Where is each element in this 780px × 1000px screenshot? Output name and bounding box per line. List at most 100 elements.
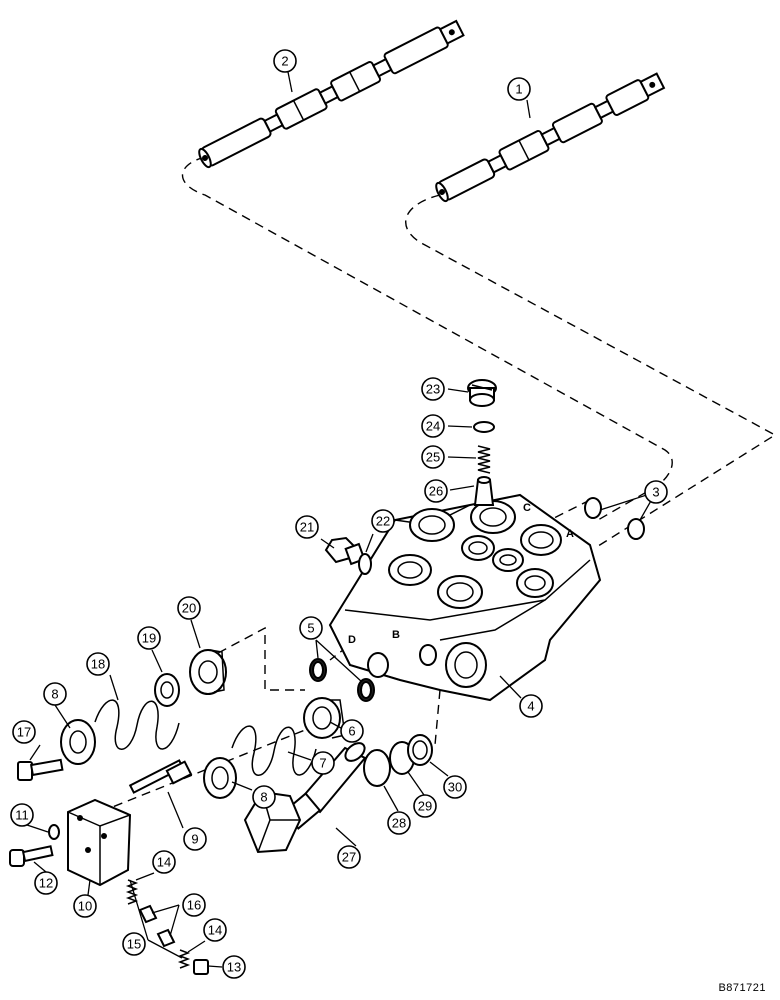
svg-text:10: 10 — [78, 899, 92, 914]
svg-text:3: 3 — [652, 485, 659, 500]
spring-7 — [231, 725, 317, 776]
svg-text:2: 2 — [281, 54, 288, 69]
o-ring-5-upper-inner — [312, 661, 324, 679]
spring-18 — [94, 699, 180, 750]
valve-ports — [367, 500, 562, 688]
svg-text:9: 9 — [191, 832, 198, 847]
callout-8-upper: 8 — [43, 682, 67, 706]
callout-4: 4 — [519, 694, 543, 718]
svg-text:19: 19 — [142, 631, 156, 646]
o-ring-28 — [363, 749, 391, 787]
washer-11 — [48, 824, 60, 840]
port-letter-b: B — [392, 629, 400, 641]
callout-29: 29 — [413, 794, 437, 818]
svg-text:23: 23 — [426, 382, 440, 397]
svg-text:4: 4 — [527, 699, 534, 714]
port-letter-a: A — [566, 528, 574, 540]
callout-14-upper: 14 — [152, 850, 176, 874]
callout-21: 21 — [295, 515, 319, 539]
poppet-26 — [473, 476, 495, 506]
spool-2 — [198, 19, 465, 169]
callout-20: 20 — [177, 596, 201, 620]
leader-lines — [26, 71, 657, 968]
svg-text:30: 30 — [448, 780, 462, 795]
svg-text:22: 22 — [376, 514, 390, 529]
callout-27: 27 — [337, 845, 361, 869]
callout-28: 28 — [387, 811, 411, 835]
callout-24: 24 — [421, 414, 445, 438]
callout-22: 22 — [371, 509, 395, 533]
callout-8-lower: 8 — [252, 785, 276, 809]
end-cap-10 — [67, 798, 132, 887]
callout-7: 7 — [311, 751, 335, 775]
svg-text:29: 29 — [418, 799, 432, 814]
o-ring-3-lower — [627, 518, 645, 540]
plug-23 — [467, 379, 497, 407]
callout-2: 2 — [273, 49, 297, 73]
svg-text:27: 27 — [342, 850, 356, 865]
callout-25: 25 — [421, 445, 445, 469]
callout-11: 11 — [10, 803, 34, 827]
callout-14-lower: 14 — [203, 918, 227, 942]
svg-text:7: 7 — [319, 756, 326, 771]
svg-text:24: 24 — [426, 419, 440, 434]
svg-text:14: 14 — [208, 923, 222, 938]
svg-text:14: 14 — [157, 855, 171, 870]
spring-14-lower — [177, 949, 191, 969]
svg-text:8: 8 — [51, 687, 58, 702]
seat-13 — [193, 959, 209, 975]
capscrew-12 — [9, 845, 54, 867]
spring-seat-6 — [303, 697, 346, 739]
callout-19: 19 — [137, 626, 161, 650]
washer-19 — [154, 673, 180, 707]
callout-3: 3 — [644, 480, 668, 504]
svg-text:15: 15 — [127, 937, 141, 952]
callout-16: 16 — [182, 893, 206, 917]
callout-9: 9 — [183, 827, 207, 851]
spring-seat-20 — [189, 649, 227, 695]
svg-text:11: 11 — [15, 808, 29, 823]
callout-1: 1 — [507, 77, 531, 101]
svg-text:1: 1 — [515, 82, 522, 97]
o-ring-22 — [358, 553, 372, 575]
svg-text:18: 18 — [91, 657, 105, 672]
port-letter-d: D — [348, 634, 356, 646]
svg-text:5: 5 — [307, 621, 314, 636]
callout-26: 26 — [424, 479, 448, 503]
spring-14-upper — [125, 879, 139, 905]
o-ring-5-lower-inner — [360, 681, 372, 699]
svg-text:16: 16 — [187, 898, 201, 913]
callout-18: 18 — [86, 652, 110, 676]
spring-seat-8-upper — [60, 719, 96, 765]
callout-17: 17 — [12, 720, 36, 744]
valve-body: D B C A — [328, 493, 602, 702]
svg-text:21: 21 — [300, 520, 314, 535]
bolt-17 — [17, 758, 64, 781]
callouts: 1 2 3 4 5 6 7 8 8 9 10 11 12 13 14 14 15… — [10, 49, 668, 979]
callout-12: 12 — [34, 871, 58, 895]
svg-text:25: 25 — [426, 450, 440, 465]
svg-text:28: 28 — [392, 816, 406, 831]
callout-23: 23 — [421, 377, 445, 401]
svg-text:26: 26 — [429, 484, 443, 499]
callout-13: 13 — [222, 955, 246, 979]
svg-text:17: 17 — [17, 725, 31, 740]
adjuster-screw-9 — [128, 759, 193, 794]
port-letter-c: C — [523, 502, 531, 514]
o-ring-24 — [473, 421, 495, 433]
svg-text:8: 8 — [260, 790, 267, 805]
svg-text:20: 20 — [182, 601, 196, 616]
poppet-16-upper — [138, 904, 158, 924]
backup-ring-30 — [407, 734, 433, 766]
spring-25 — [477, 445, 491, 474]
callout-30: 30 — [443, 775, 467, 799]
svg-text:12: 12 — [39, 876, 53, 891]
callout-6: 6 — [340, 719, 364, 743]
svg-text:13: 13 — [227, 960, 241, 975]
spring-seat-8-lower — [203, 757, 237, 799]
callout-15: 15 — [122, 932, 146, 956]
callout-10: 10 — [73, 894, 97, 918]
drawing-number: B871721 — [718, 982, 766, 994]
spool-1 — [435, 72, 666, 203]
o-ring-3-upper — [584, 497, 602, 519]
